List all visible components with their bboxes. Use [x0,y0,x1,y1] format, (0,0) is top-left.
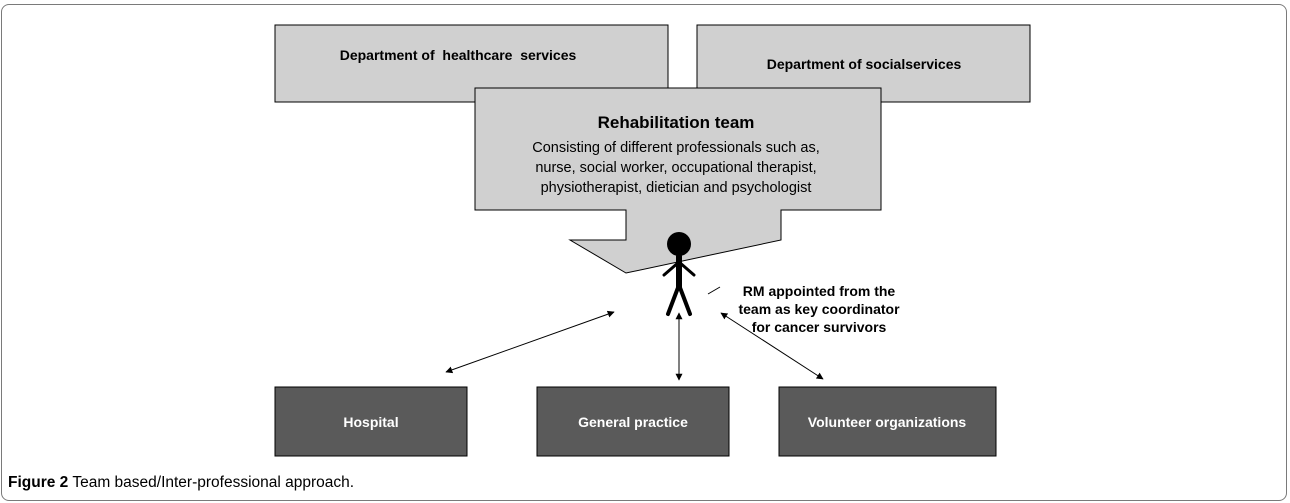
figure-caption: Figure 2 Team based/Inter-professional a… [8,474,354,492]
rm-note-line-2: team as key coordinator [738,301,900,317]
rm-leader-line [707,286,721,295]
rm-note: RM appointed from the team as key coordi… [738,283,900,335]
rm-note-line-3: for cancer survivors [752,319,887,335]
person-icon [662,232,696,316]
hospital-box: Hospital [274,386,468,457]
figure-caption-label: Figure 2 [8,474,69,491]
rehabilitation-team-title: Rehabilitation team [598,113,755,132]
general-practice-label: General practice [578,414,688,430]
diagram-canvas: Department of healthcare services Depart… [274,24,1031,457]
volunteer-organizations-label: Volunteer organizations [808,414,967,430]
healthcare-department-label: Department of healthcare services [340,47,577,63]
team-description-line-1: Consisting of different professionals su… [532,140,819,156]
team-description-line-3: physiotherapist, dietician and psycholog… [541,180,812,196]
hospital-label: Hospital [343,414,398,430]
team-description-line-2: nurse, social worker, occupational thera… [535,160,816,176]
arrow-to-volunteer-organizations [720,312,824,380]
general-practice-box: General practice [536,386,730,457]
rm-note-line-1: RM appointed from the [743,283,896,299]
figure-frame [1,4,1287,501]
arrow-to-hospital [445,310,615,374]
rehabilitation-team-callout: Rehabilitation team Consisting of differ… [474,87,882,274]
social-department-label: Department of socialservices [767,56,962,72]
figure-caption-text: Team based/Inter-professional approach. [68,474,355,491]
volunteer-organizations-box: Volunteer organizations [778,386,997,457]
